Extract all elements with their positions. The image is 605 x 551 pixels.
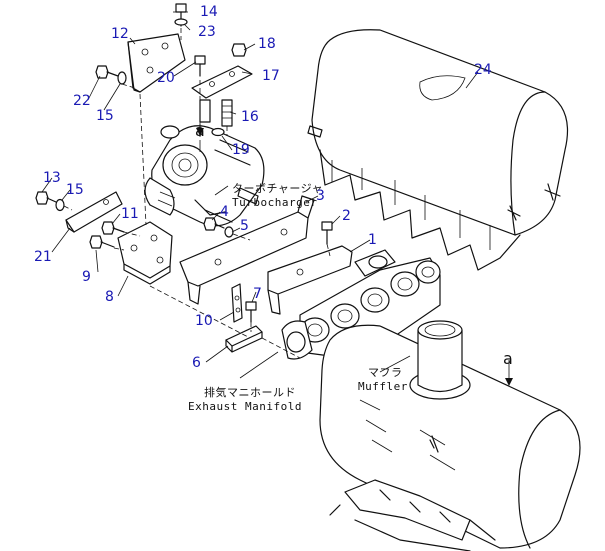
callout-9: 9 (82, 269, 91, 285)
callout-24: 24 (474, 62, 492, 78)
bracket-21 (65, 191, 123, 233)
muffler (319, 320, 581, 551)
callout-20: 20 (157, 70, 175, 86)
bracket-8 (117, 221, 173, 285)
bracket-3 (179, 195, 315, 305)
callout-13: 13 (43, 170, 61, 186)
bolt-13 (35, 191, 57, 205)
muffler-label-jp: マフラ (368, 366, 403, 379)
part-labels: ターボチャージャ Turbocharger マフラ Muffler 排気マニホー… (188, 121, 513, 413)
exhaust-manifold-label-jp: 排気マニホールド (204, 385, 296, 399)
bracket-10 (231, 283, 243, 323)
callout-4: 4 (220, 204, 229, 220)
callout-22: 22 (73, 93, 91, 109)
callout-21: 21 (34, 249, 52, 265)
bolt-20 (194, 55, 206, 77)
bracket-12 (127, 33, 186, 93)
callout-11: 11 (121, 206, 139, 222)
bolt-11 (101, 221, 125, 235)
callout-16: 16 (241, 109, 259, 125)
washer-15 (55, 198, 65, 212)
reference-a-turbo: a (195, 121, 205, 140)
turbocharger-label-jp: ターボチャージャ (232, 182, 323, 195)
plate-17 (191, 65, 253, 99)
callout-15-top: 15 (96, 108, 114, 124)
callout-6: 6 (192, 355, 201, 371)
manifold-ports (300, 260, 441, 343)
bracket-1 (267, 245, 353, 315)
washer-15-top (117, 71, 127, 85)
callout-8: 8 (105, 289, 114, 305)
callout-10: 10 (195, 313, 213, 329)
turbocharger (144, 125, 265, 227)
gasket-19 (211, 127, 225, 137)
callout-18: 18 (258, 36, 276, 52)
callout-12: 12 (111, 26, 129, 42)
stud-16 (199, 99, 233, 127)
callout-23: 23 (198, 24, 216, 40)
muffler-label-en: Muffler (358, 380, 408, 393)
callout-1: 1 (368, 232, 377, 248)
bolt-22 (95, 65, 127, 85)
callout-2: 2 (342, 208, 351, 224)
exhaust-manifold-label-en: Exhaust Manifold (188, 400, 302, 413)
callout-7: 7 (253, 286, 262, 302)
spacer-6 (225, 325, 263, 353)
reference-a-muffler: a (503, 349, 513, 368)
callout-15-left: 15 (66, 182, 84, 198)
washer-23 (174, 18, 188, 26)
assembly-lines (63, 28, 513, 386)
callout-14: 14 (200, 4, 218, 20)
leader-lines (41, 11, 411, 379)
callout-5: 5 (240, 218, 249, 234)
callout-numbers: 1 2 3 4 5 6 7 8 9 10 11 12 13 14 15 15 1… (34, 4, 492, 371)
bolt-2 (321, 221, 333, 245)
bolt-7 (245, 301, 257, 323)
washer-5 (224, 226, 234, 238)
bolt-14 (174, 3, 188, 27)
callout-3: 3 (316, 188, 325, 204)
callout-19: 19 (232, 142, 250, 158)
bolt-9 (89, 235, 115, 249)
nut-18 (231, 43, 247, 57)
muffler-heat-shield (307, 29, 569, 271)
turbocharger-label-en: Turbocharger (232, 196, 317, 209)
callout-17: 17 (262, 68, 280, 84)
